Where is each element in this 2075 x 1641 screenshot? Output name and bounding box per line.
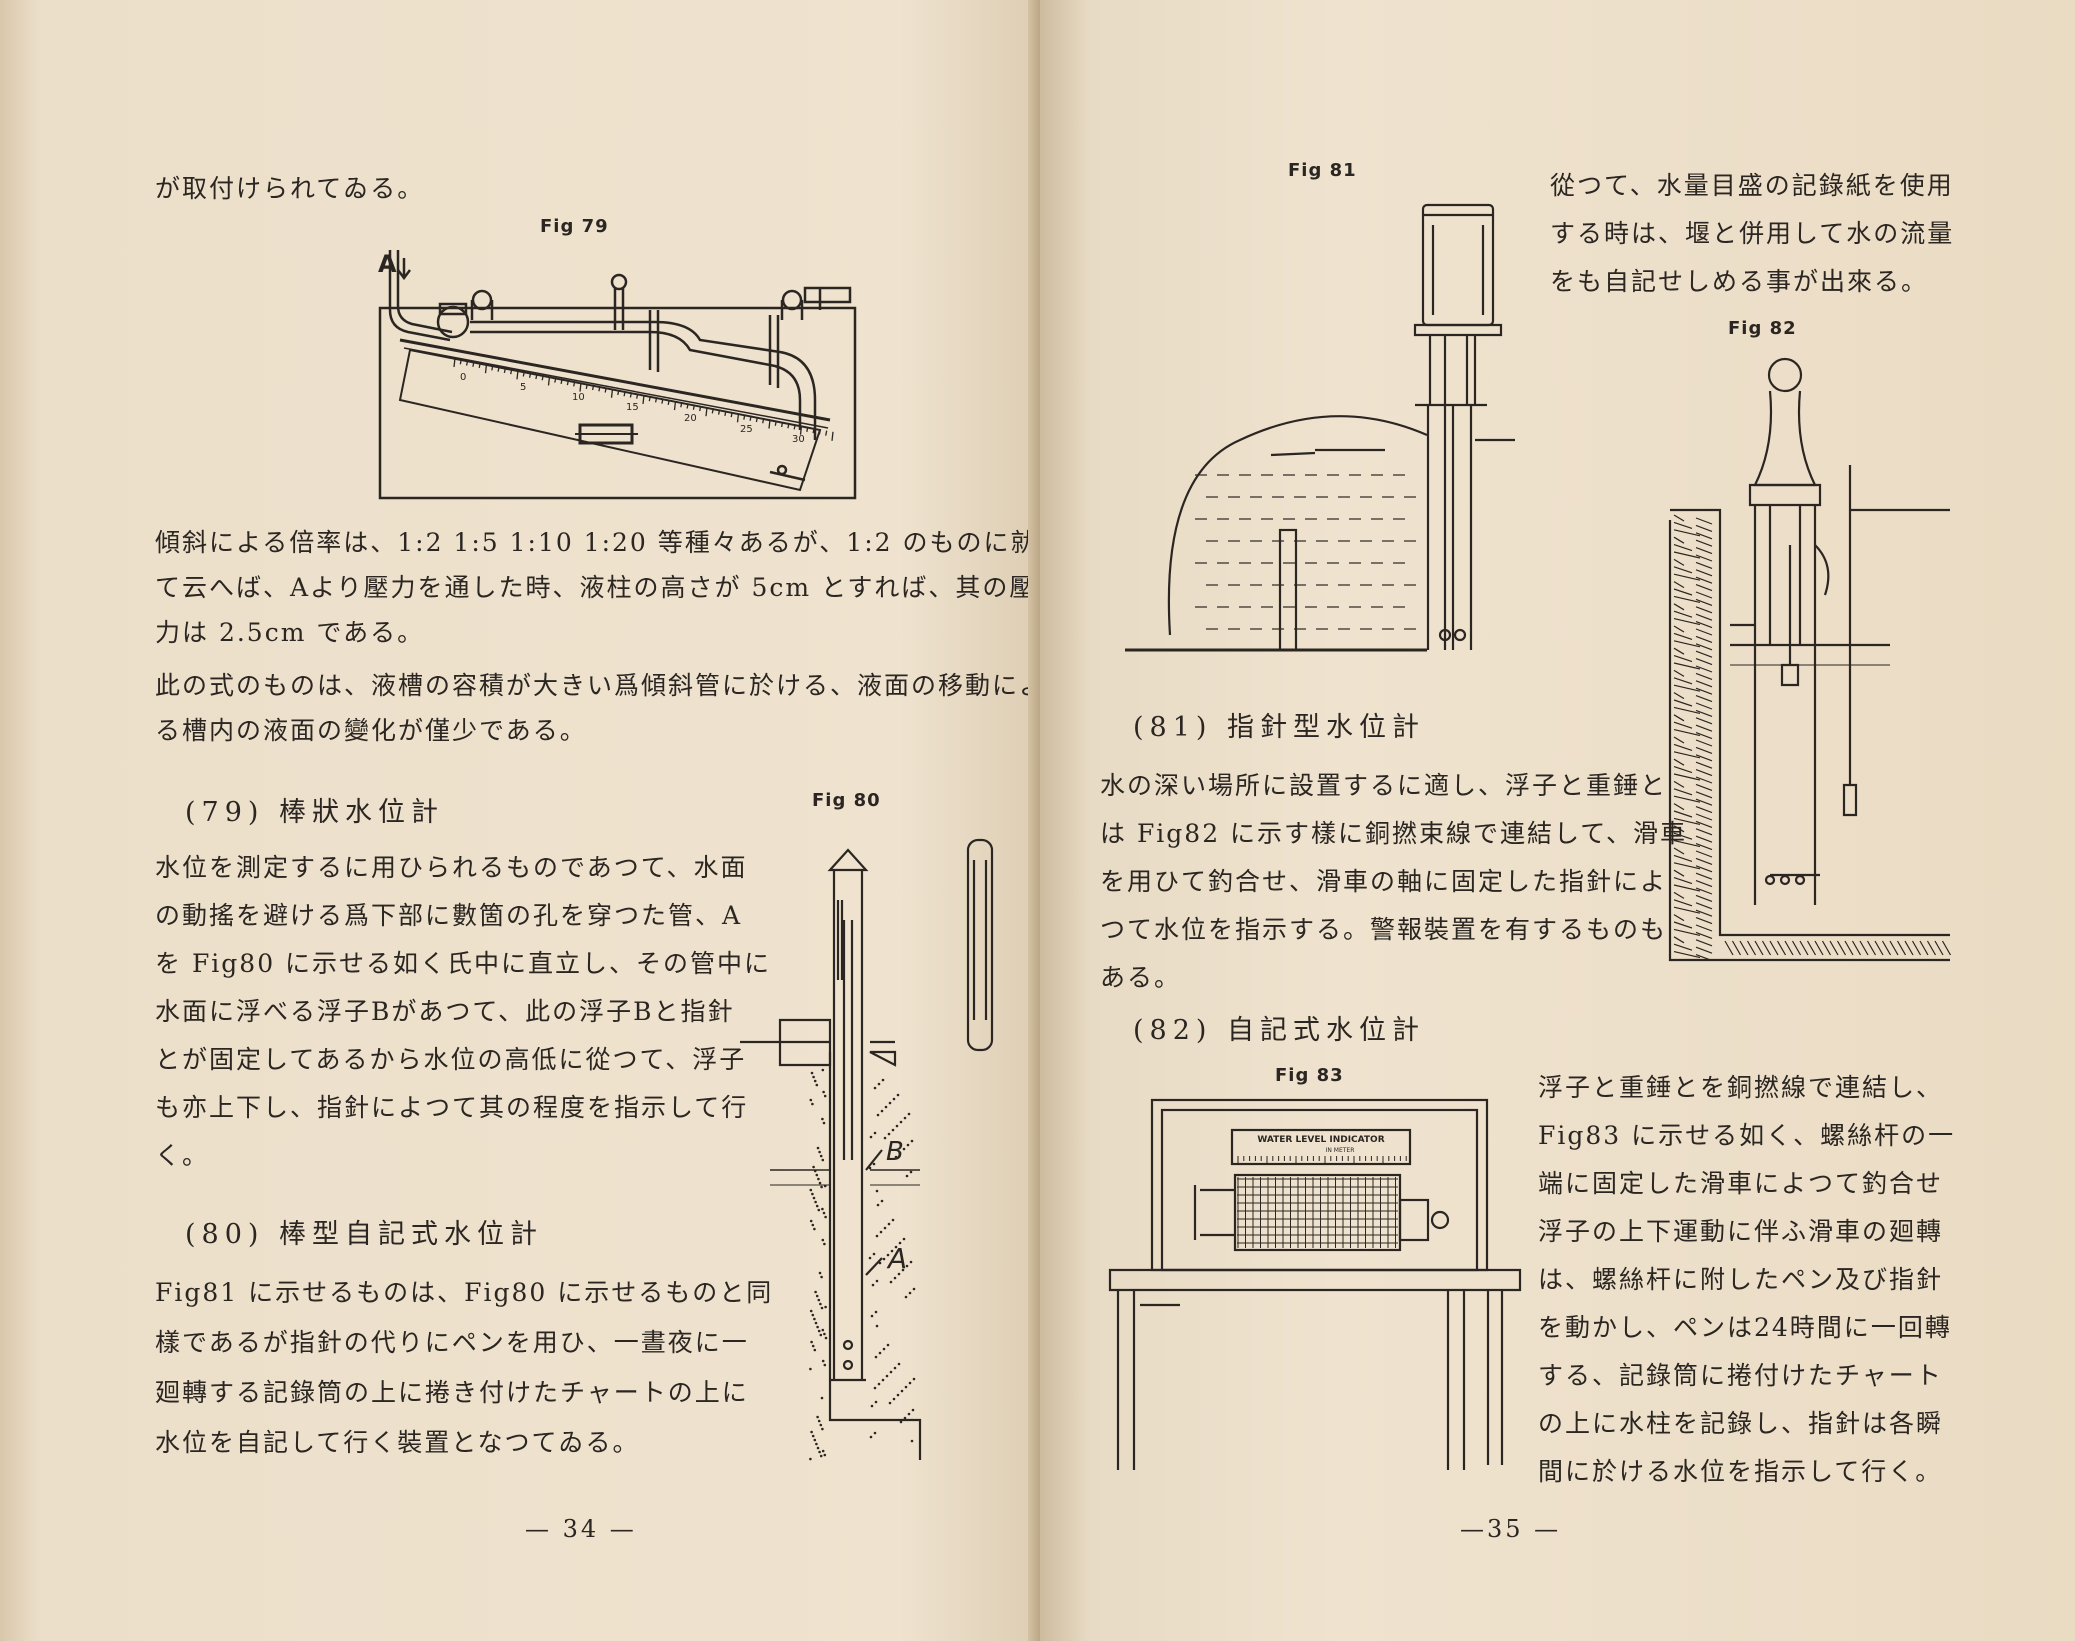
para-81-line: つて水位を指示する。警報裝置を有するものも: [1100, 915, 1668, 944]
heading-81: (81) 指針型水位計: [1133, 712, 1426, 743]
fig79-caption: Fig 79: [540, 216, 609, 237]
fig80-label-b: B: [886, 1137, 904, 1167]
para-top: 從つて、水量目盛の記錄紙を使用 する時は、堰と併用して水の流量 をも自記せしめる…: [1550, 162, 1954, 306]
para-80-line: 水位を自記して行く裝置となつてゐる。: [155, 1428, 640, 1457]
para-82-line: は、螺絲杆に附したペン及び指針: [1538, 1265, 1944, 1294]
para-ratio-line: 傾斜による倍率は、1:2 1:5 1:10 1:20 等種々あるが、1:2 のも…: [155, 528, 1065, 557]
fig79-scale-30: 30: [792, 434, 805, 445]
para-81-line: を用ひて釣合せ、滑車の軸に固定した指針によ: [1100, 867, 1668, 896]
para-80-line: 廻轉する記錄筒の上に捲き付けたチャートの上に: [155, 1378, 749, 1407]
para-82-line: を動かし、ペンは24時間に一回轉: [1538, 1313, 1952, 1342]
para-ratio-line: て云へば、Aより壓力を通した時、液柱の高さが 5cm とすれば、其の壓: [155, 573, 1037, 602]
fig79-label-a: A: [378, 250, 397, 278]
para-82-line: 浮子と重錘とを銅撚線で連結し、: [1538, 1073, 1944, 1102]
para-81-line: は Fig82 に示す樣に銅撚束線で連結して、滑車: [1100, 819, 1688, 848]
fig81-recording-rod-gauge: [1125, 203, 1515, 652]
para-vessel: 此の式のものは、液槽の容積が大きい爲傾斜管に於ける、液面の移動によ る槽内の液面…: [155, 663, 1046, 753]
para-82-line: Fig83 に示せる如く、螺絲杆の一: [1538, 1121, 1956, 1150]
para-79-line: 水位を測定するに用ひられるものであつて、水面: [155, 853, 748, 882]
fig79-scale-20: 20: [684, 413, 697, 424]
para-top-line: をも自記せしめる事が出來る。: [1550, 267, 1929, 296]
para-79: 水位を測定するに用ひられるものであつて、水面 の動搖を避ける爲下部に數箇の孔を穿…: [155, 844, 771, 1180]
para-79-line: も亦上下し、指針によつて其の程度を指示して行: [155, 1093, 749, 1122]
heading-79: (79) 棒狀水位計: [185, 797, 445, 828]
para-82-line: 浮子の上下運動に伴ふ滑車の廻轉: [1538, 1217, 1944, 1246]
para-80: Fig81 に示せるものは、Fig80 に示せるものと同 樣であるが指針の代りに…: [155, 1268, 773, 1468]
heading-80: (80) 棒型自記式水位計: [185, 1219, 544, 1250]
fig83-plate-title: WATER LEVEL INDICATOR: [1257, 1135, 1384, 1145]
para-81-line: 水の深い場所に設置するに適し、浮子と重錘と: [1100, 771, 1668, 800]
para-81: 水の深い場所に設置するに適し、浮子と重錘と は Fig82 に示す樣に銅撚束線で…: [1100, 762, 1687, 1002]
fig81-caption: Fig 81: [1288, 160, 1357, 181]
left-page: が取付けられてゐる。 Fig 79: [0, 0, 1062, 1641]
intro-line: が取付けられてゐる。: [155, 174, 425, 203]
fig79-scale-10: 10: [572, 392, 585, 403]
fig79-scale-5: 5: [520, 382, 526, 393]
page-number-left: — 34 —: [525, 1515, 637, 1543]
fig83-recording-water-level-indicator: WATER LEVEL INDICATOR IN METER: [1108, 1098, 1522, 1470]
fig83-plate-sub: IN METER: [1326, 1147, 1355, 1154]
fig79-scale-25: 25: [740, 424, 753, 435]
fig80-label-a: A: [886, 1242, 907, 1275]
para-vessel-line: 此の式のものは、液槽の容積が大きい爲傾斜管に於ける、液面の移動によ: [155, 671, 1047, 700]
fig80-caption: Fig 80: [812, 790, 881, 811]
para-82-line: の上に水柱を記錄し、指針は各瞬: [1538, 1409, 1944, 1438]
fig82-caption: Fig 82: [1728, 318, 1797, 339]
right-page: Fig 81: [1040, 0, 2075, 1641]
para-79-line: とが固定してあるから水位の高低に從つて、浮子: [155, 1045, 747, 1074]
para-79-line: 水面に浮べる浮子Bがあつて、此の浮子Bと指針: [155, 997, 735, 1026]
para-81-line: ある。: [1100, 963, 1182, 992]
fig83-caption: Fig 83: [1275, 1065, 1344, 1086]
page-number-right: —35 —: [1460, 1515, 1562, 1543]
para-82-line: 間に於ける水位を指示して行く。: [1538, 1457, 1943, 1486]
fig79-scale-0: 0: [460, 372, 466, 383]
fig82-pointer-gauge: [1668, 357, 1952, 962]
fig79-scale-15: 15: [626, 402, 639, 413]
para-top-line: 從つて、水量目盛の記錄紙を使用: [1550, 171, 1954, 200]
para-79-line: く。: [155, 1141, 210, 1170]
para-82: 浮子と重錘とを銅撚線で連結し、 Fig83 に示せる如く、螺絲杆の一 端に固定し…: [1538, 1064, 1955, 1496]
para-top-line: する時は、堰と併用して水の流量: [1550, 219, 1955, 248]
para-80-line: 樣であるが指針の代りにペンを用ひ、一晝夜に一: [155, 1328, 749, 1357]
fig80-rod-gauge: B A: [740, 838, 994, 1461]
para-79-line: の動搖を避ける爲下部に數箇の孔を穿つた管、A: [155, 901, 743, 930]
para-79-line: を Fig80 に示せる如く氏中に直立し、その管中に: [155, 949, 772, 978]
para-82-line: 端に固定した滑車によつて釣合せ: [1538, 1169, 1944, 1198]
heading-82: (82) 自記式水位計: [1133, 1015, 1426, 1046]
para-80-line: Fig81 に示せるものは、Fig80 に示せるものと同: [155, 1278, 774, 1307]
para-82-line: する、記錄筒に捲付けたチャート: [1538, 1361, 1943, 1390]
para-vessel-line: る槽内の液面の變化が僅少である。: [155, 716, 587, 745]
para-ratio-line: 力は 2.5cm である。: [155, 618, 425, 647]
fig79-inclined-manometer: A 0 5 10 15 20 25 30: [378, 250, 857, 500]
para-ratio: 傾斜による倍率は、1:2 1:5 1:10 1:20 等種々あるが、1:2 のも…: [155, 520, 1064, 655]
